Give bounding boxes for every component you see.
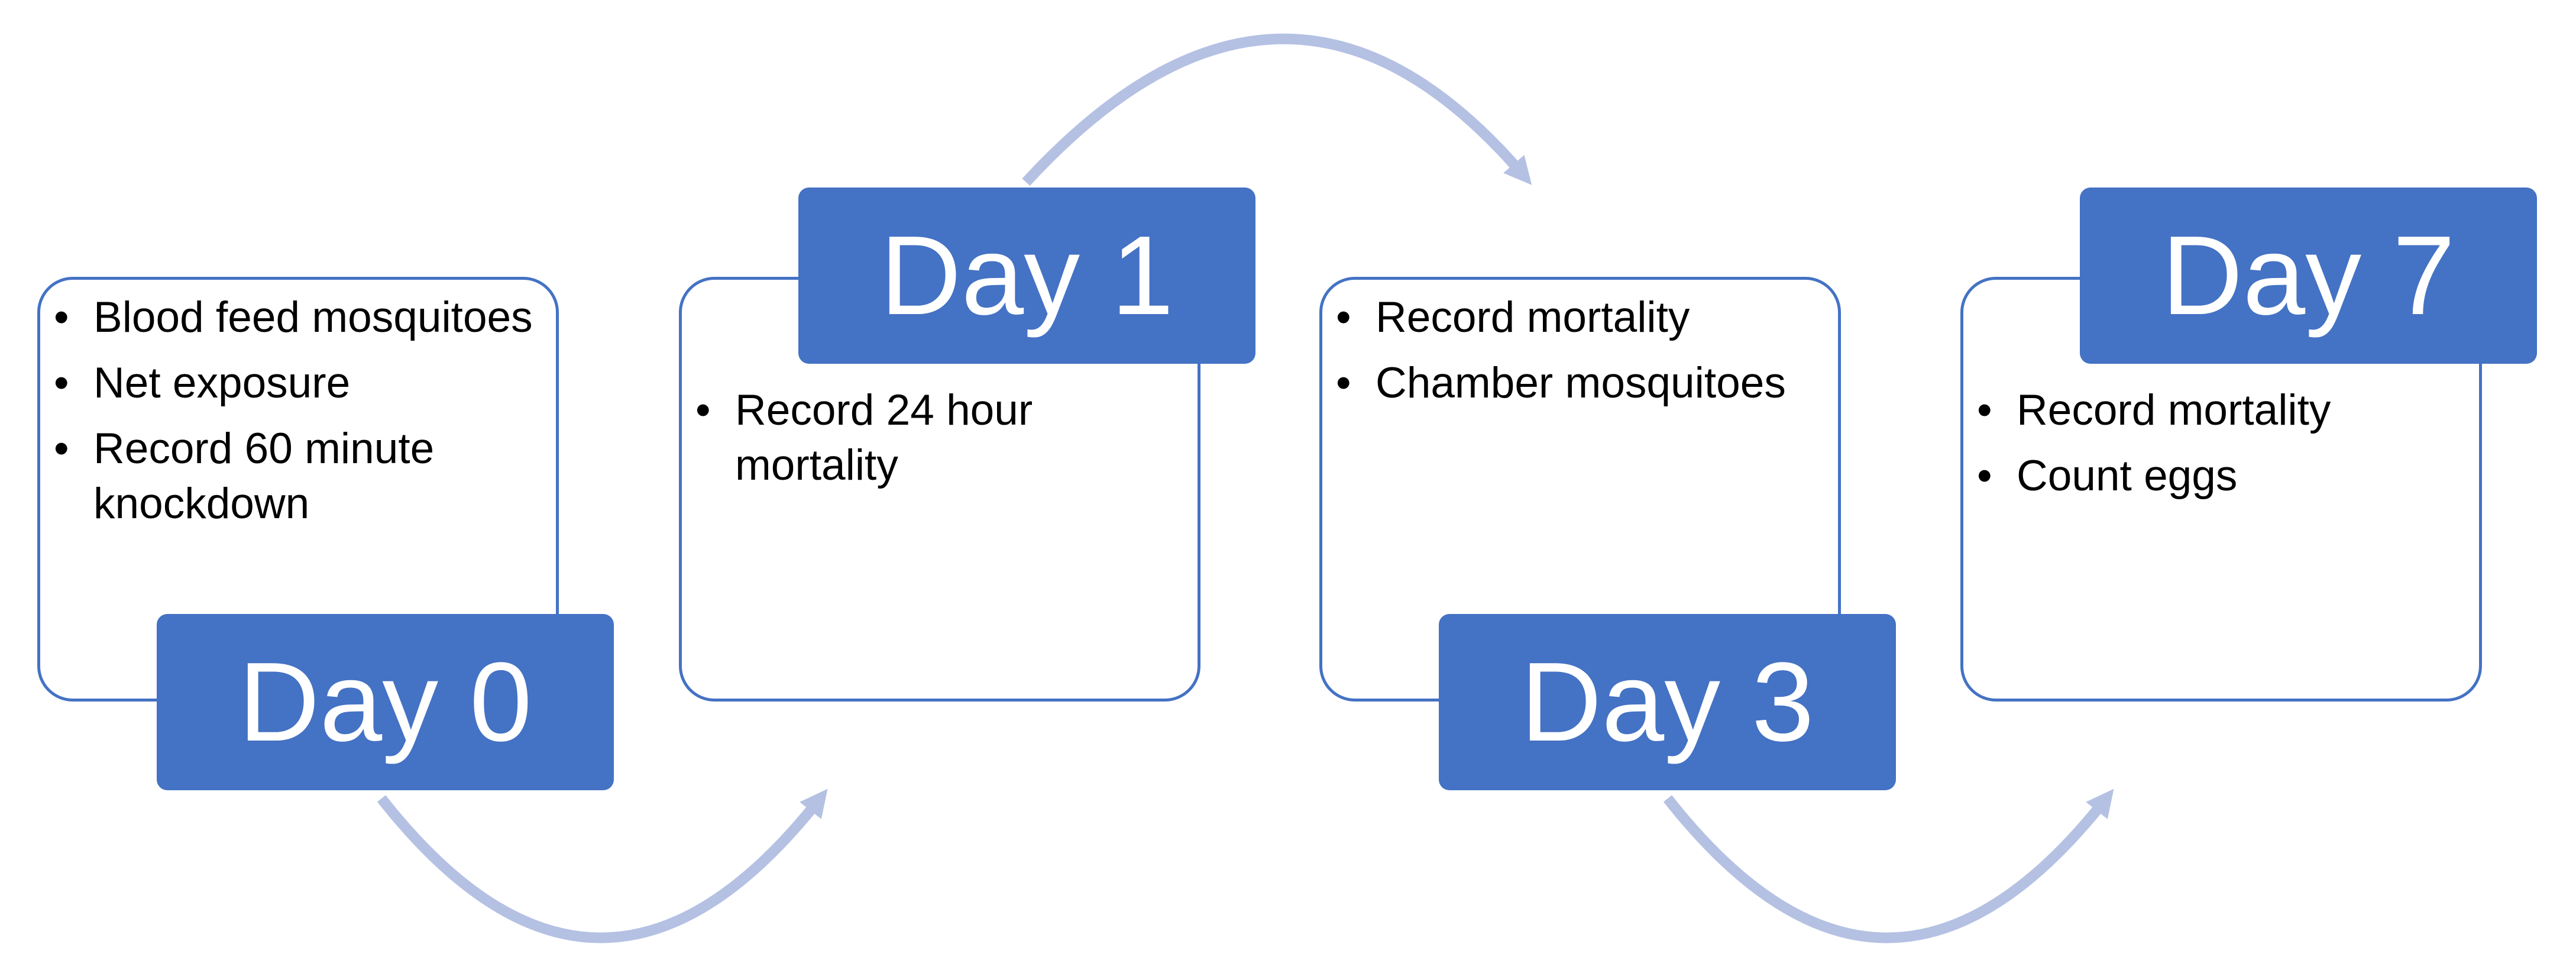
- step-day-1-item: Record 24 hour mortality: [679, 383, 1187, 493]
- arrow-day3-to-day7: [1663, 788, 2114, 943]
- step-day-7-item: Count eggs: [1960, 448, 2469, 503]
- step-day-7-item: Record mortality: [1960, 383, 2469, 438]
- step-day-3-item: Record mortality: [1319, 290, 1840, 345]
- step-day-3-list: Record mortality Chamber mosquitoes: [1319, 290, 1840, 421]
- step-day-3-item: Chamber mosquitoes: [1319, 355, 1840, 410]
- step-day-3-label: Day 3: [1439, 614, 1896, 790]
- step-day-0-item: Net exposure: [37, 355, 546, 410]
- step-day-1-label: Day 1: [798, 188, 1255, 364]
- arrow-day0-to-day1: [377, 788, 828, 943]
- step-day-0-item: Blood feed mosquitoes: [37, 290, 546, 345]
- step-day-0-label: Day 0: [157, 614, 614, 790]
- step-day-0-list: Blood feed mosquitoes Net exposure Recor…: [37, 290, 546, 542]
- arrow-day1-to-day3: [1022, 33, 1532, 186]
- step-day-7-label: Day 7: [2080, 188, 2537, 364]
- step-day-1-list: Record 24 hour mortality: [679, 383, 1187, 503]
- step-day-0-item: Record 60 minute knockdown: [37, 421, 546, 531]
- step-day-7-list: Record mortality Count eggs: [1960, 383, 2469, 514]
